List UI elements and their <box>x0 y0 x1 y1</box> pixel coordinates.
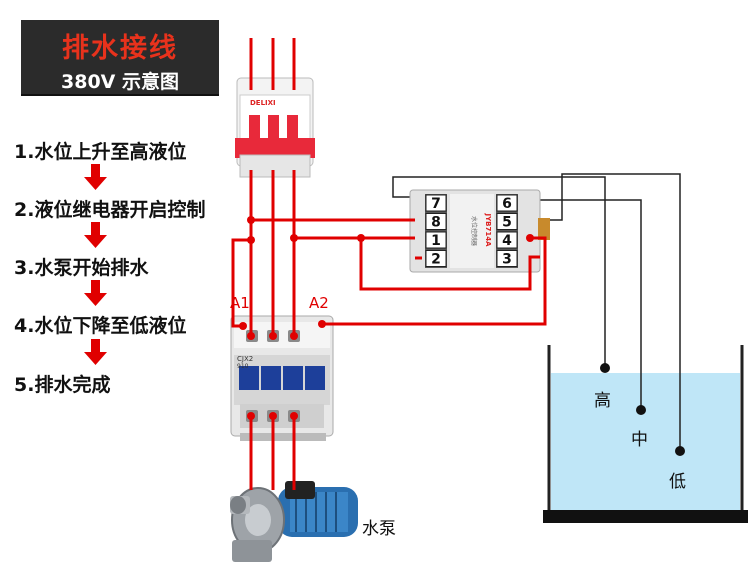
down-arrow-icon <box>84 280 107 306</box>
relay-left-terminal-box <box>425 194 447 212</box>
step-3: 3.水泵开始排水 <box>14 257 149 279</box>
label-a1: A1 <box>230 294 250 312</box>
label-high: 高 <box>594 391 611 411</box>
relay-right-terminal-box <box>496 231 518 249</box>
down-arrow-icon <box>84 164 107 190</box>
water-pump <box>230 481 358 562</box>
relay-right-terminal-box <box>496 213 518 230</box>
circuit-breaker: DELIXI <box>235 77 315 178</box>
label-a2: A2 <box>309 294 329 312</box>
red-wires <box>231 38 547 490</box>
wire-junctions <box>239 216 534 420</box>
step-2: 2.液位继电器开启控制 <box>14 199 206 221</box>
level-relay: JYB714A 水位控制器 7 8 1 2 6 5 4 3 <box>409 189 550 273</box>
probe-low <box>675 446 685 456</box>
relay-left-terminal-1: 1 <box>431 233 441 249</box>
label-low: 低 <box>669 472 686 492</box>
tank-base <box>543 510 748 523</box>
page-subtitle: 380V 示意图 <box>61 71 179 93</box>
pump-label: 水泵 <box>362 519 396 539</box>
contactor-code: 910 <box>237 363 249 370</box>
relay-left-terminal-box <box>425 250 447 267</box>
relay-left-terminal-8: 8 <box>431 215 441 231</box>
probe-wires <box>392 173 681 450</box>
relay-right-terminal-box <box>496 250 518 267</box>
contactor-model: CJX2 <box>237 355 253 363</box>
title-box: 排水接线 380V 示意图 <box>21 20 219 96</box>
down-arrow-icon <box>84 222 107 248</box>
step-5: 5.排水完成 <box>14 374 111 396</box>
probe-mid <box>636 405 646 415</box>
svg-text:水位控制器: 水位控制器 <box>470 216 478 246</box>
relay-model: JYB714A <box>484 212 492 247</box>
down-arrow-icon <box>84 339 107 365</box>
relay-left-terminal-2: 2 <box>431 252 441 268</box>
label-mid: 中 <box>631 430 648 450</box>
relay-left-terminal-box <box>425 213 447 230</box>
step-arrows <box>84 164 107 365</box>
relay-right-terminal-4: 4 <box>502 233 512 249</box>
page-title: 排水接线 <box>62 33 178 64</box>
probe-high <box>600 363 610 373</box>
water-tank <box>543 345 748 523</box>
contactor: CJX2 910 <box>230 315 334 441</box>
relay-left-terminal-7: 7 <box>431 196 441 212</box>
relay-right-terminal-5: 5 <box>502 215 512 231</box>
breaker-brand: DELIXI <box>250 99 276 107</box>
relay-right-terminal-box <box>496 194 518 212</box>
water <box>551 373 740 510</box>
step-1: 1.水位上升至高液位 <box>14 141 187 163</box>
relay-right-terminal-6: 6 <box>502 196 512 212</box>
relay-left-terminal-box <box>425 231 447 249</box>
relay-right-terminal-3: 3 <box>502 252 512 268</box>
step-4: 4.水位下降至低液位 <box>14 315 187 337</box>
